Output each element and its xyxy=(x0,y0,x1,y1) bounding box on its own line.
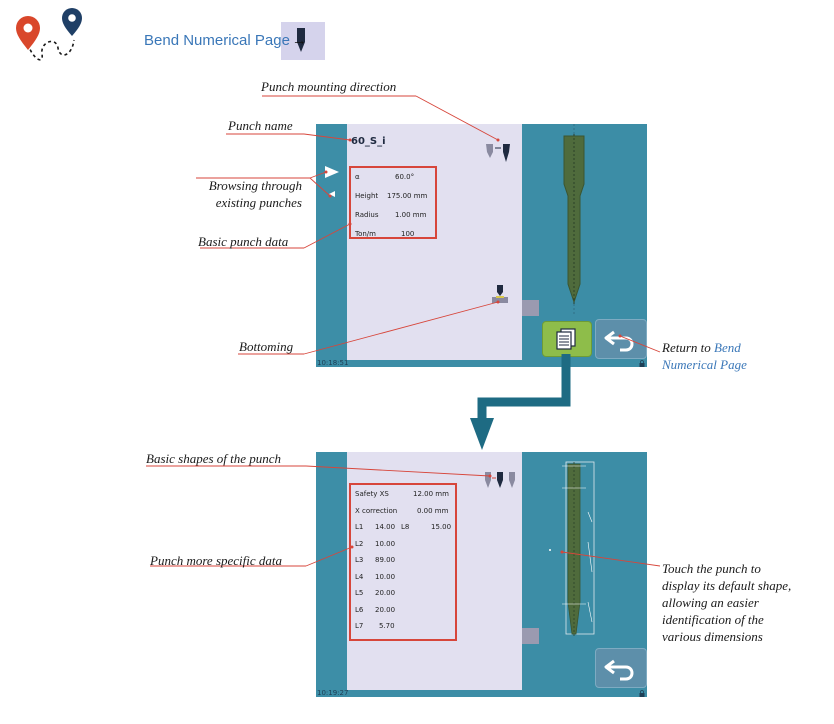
return-arrow-icon xyxy=(604,659,634,681)
status-bar: 10:18:51 xyxy=(316,359,647,367)
left-sidebar xyxy=(316,124,347,360)
preview-corner xyxy=(522,628,539,644)
specific-punch-data-box: Safety XS 12.00 mm X correction 0.00 mm … xyxy=(349,483,457,641)
data-row: L4 10.00 xyxy=(355,572,396,581)
data-row: Height 175.00 mm xyxy=(355,192,428,200)
annotation-punch-name: Punch name xyxy=(228,118,293,133)
bottoming-icon[interactable] xyxy=(491,284,509,304)
data-row: Radius 1.00 mm xyxy=(355,211,427,219)
clock-time: 10:18:51 xyxy=(317,359,349,367)
data-row: X correction 0.00 mm xyxy=(355,506,449,515)
basic-punch-data-box: α 60.0° Height 175.00 mm Radius 1.00 mm … xyxy=(349,166,437,239)
annotation-punch-mounting-direction: Punch mounting direction xyxy=(261,79,397,94)
annotation-basic-punch-data: Basic punch data xyxy=(198,234,289,249)
punch-dimension-graphic xyxy=(549,461,595,636)
back-button[interactable] xyxy=(595,648,647,688)
lock-icon xyxy=(639,690,645,697)
punch-screen-1: 60_S_i α 60.0° Height 175.00 mm Radius 1… xyxy=(316,124,647,367)
data-row: L7 5.70 xyxy=(355,622,395,630)
annotation-touch-punch: Touch the punch to display its default s… xyxy=(662,561,792,644)
annotation-more-specific: Punch more specific data xyxy=(150,553,283,568)
bend-link-text[interactable]: Bend xyxy=(714,340,741,355)
data-row: L2 10.00 xyxy=(355,539,396,548)
annotation-browsing: Browsing through existing punches xyxy=(208,178,302,210)
route-logo-icon xyxy=(16,8,82,61)
annotation-bottoming: Bottoming xyxy=(239,339,294,354)
lock-icon xyxy=(639,360,645,367)
punch-icon xyxy=(297,28,305,52)
data-row: Safety XS 12.00 mm xyxy=(355,490,449,498)
next-punch-arrow-icon[interactable] xyxy=(323,164,341,180)
punch-page-button[interactable] xyxy=(281,22,325,60)
data-row: L5 20.00 xyxy=(355,589,396,597)
punch-screen-2: Safety XS 12.00 mm X correction 0.00 mm … xyxy=(316,452,647,697)
data-row: Ton/m 100 xyxy=(355,230,415,238)
bend-numerical-page-link[interactable]: Bend Numerical Page→ xyxy=(144,32,307,49)
data-row: L1 14.00 L8 15.00 xyxy=(355,523,452,531)
prev-punch-arrow-icon[interactable] xyxy=(328,190,336,198)
document-list-icon xyxy=(556,328,576,350)
data-row: α 60.0° xyxy=(355,173,415,181)
clock-time: 10:19:27 xyxy=(317,689,349,697)
status-bar: 10:19:27 xyxy=(316,689,647,697)
back-button[interactable] xyxy=(595,319,647,359)
mounting-direction-icon[interactable] xyxy=(484,142,512,164)
punch-preview-panel[interactable] xyxy=(522,452,647,644)
left-sidebar xyxy=(316,452,347,690)
numerical-page-link-text[interactable]: Numerical Page xyxy=(662,357,747,372)
data-row: L6 20.00 xyxy=(355,605,396,614)
punch-name: 60_S_i xyxy=(351,136,386,147)
preview-corner xyxy=(522,300,539,316)
basic-shapes-icon[interactable] xyxy=(483,470,517,492)
annotation-return: Return to Bend Numerical Page xyxy=(662,340,747,372)
annotation-basic-shapes: Basic shapes of the punch xyxy=(146,451,282,466)
punch-preview-panel[interactable] xyxy=(522,124,647,316)
flow-arrow-icon xyxy=(470,354,571,450)
arrow-right-icon: → xyxy=(291,32,307,49)
data-row: L3 89.00 xyxy=(355,556,396,564)
punch-shape-graphic xyxy=(563,124,585,316)
